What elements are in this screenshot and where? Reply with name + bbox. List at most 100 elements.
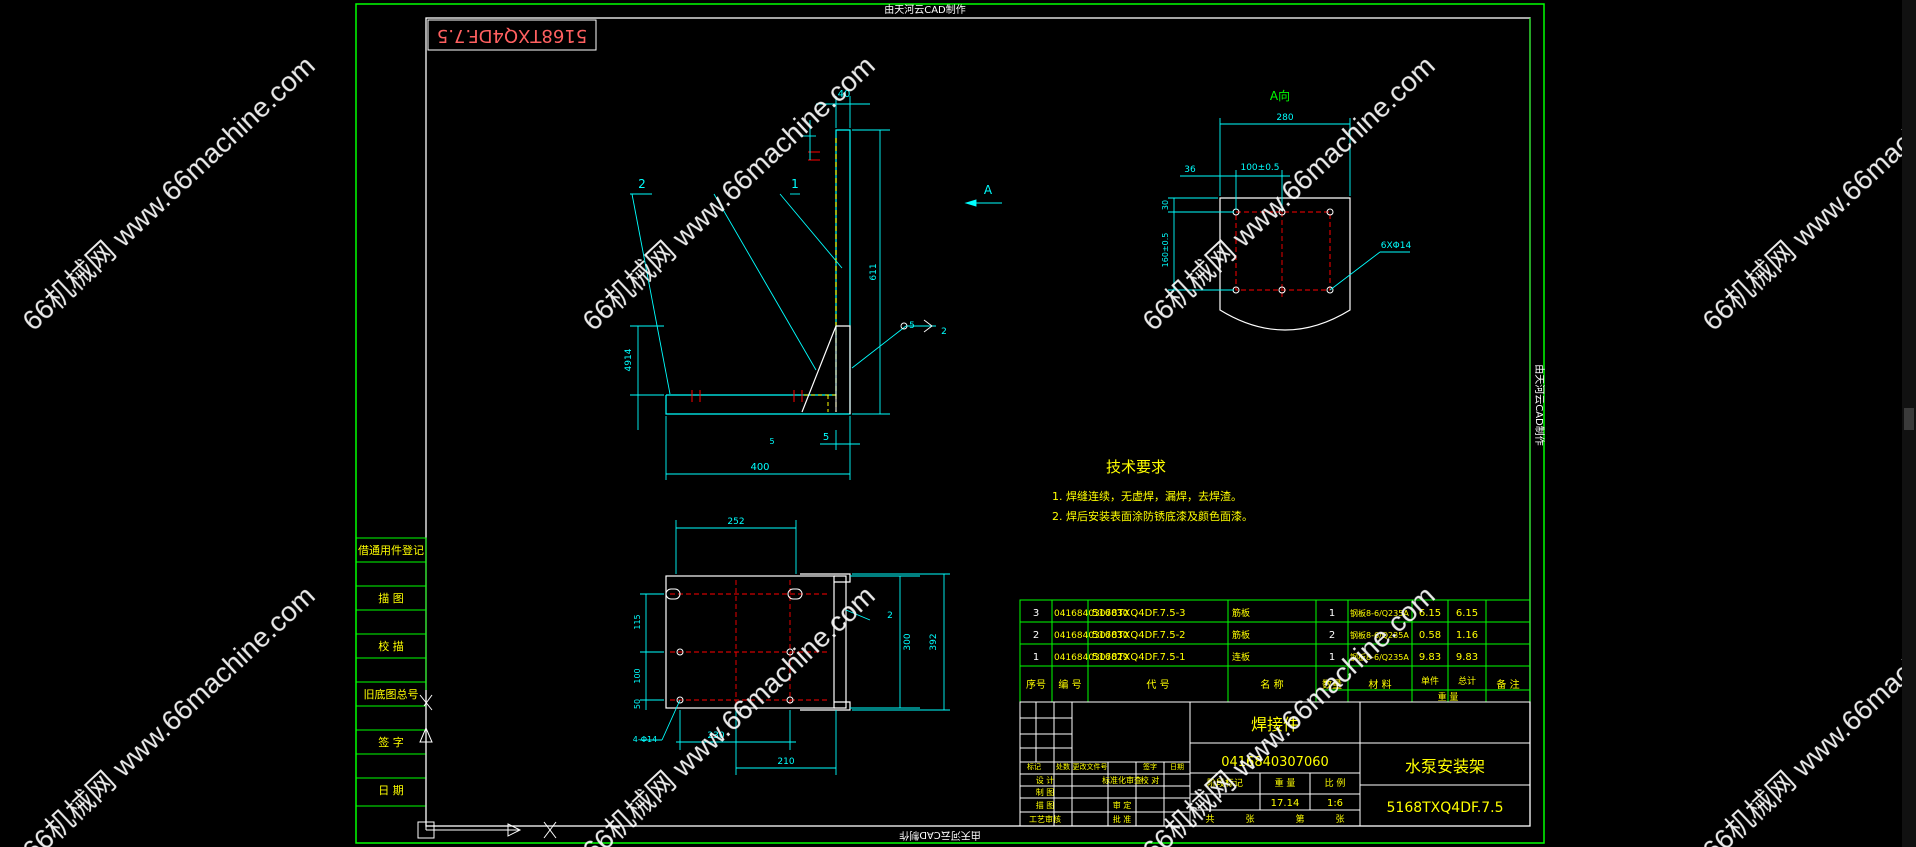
dim-40: 40 [838, 89, 851, 100]
title-left-labels: 设 计 制 图 描 图 校 对 工艺审核 标准化审查 审 定 批 准 [1029, 775, 1159, 824]
section-dim-280: 280 [1276, 113, 1293, 123]
svg-text:张: 张 [1245, 814, 1254, 825]
weld-symbol-main [900, 319, 933, 333]
svg-text:钢板8-6/Q235A: 钢板8-6/Q235A [1350, 652, 1409, 662]
callout-1: 1 [791, 177, 799, 191]
bom-row-3: 1 0416840307029 5168TXQ4DF.7.5-1 连板 1 钢板… [1033, 651, 1478, 663]
watermark-1: 66机械网 www.66machine.com [16, 50, 321, 337]
left-cell-6: 日 期 [378, 784, 404, 797]
section-view-a: A向 280 36 100±0.5 30 160±0.5 6XΦ14 [1161, 88, 1412, 331]
svg-text:5168TXQ4DF.7.5-1: 5168TXQ4DF.7.5-1 [1092, 652, 1186, 663]
svg-text:3: 3 [1033, 608, 1039, 619]
outer-frame [355, 3, 1545, 844]
svg-text:编 号: 编 号 [1058, 678, 1081, 691]
watermark-2: 66机械网 www.66machine.com [576, 50, 881, 337]
right-credit: 由天河云CAD制作 [1533, 364, 1546, 446]
svg-text:比 例: 比 例 [1325, 777, 1346, 789]
dim-5b: 5 [769, 437, 774, 446]
title-stage-labels: 阶段标记 重 量 比 例 共 张 第 张 [1205, 777, 1345, 825]
scale-value: 1:6 [1327, 798, 1343, 809]
bottom-dim-115: 115 [633, 614, 642, 629]
svg-text:重 量: 重 量 [1438, 691, 1459, 703]
watermark-4: 66机械网 www.66machine.com [1696, 50, 1916, 337]
part-type: 焊接件 [1251, 715, 1299, 734]
left-cell-4: 旧底图总号 [364, 687, 419, 701]
svg-text:标准化审查: 标准化审查 [1102, 775, 1142, 785]
svg-text:6.15: 6.15 [1419, 608, 1441, 619]
dim-400: 400 [750, 462, 769, 473]
top-credit: 由天河云CAD制作 [884, 3, 966, 16]
left-cell-3: 校 描 [378, 639, 404, 653]
svg-text:设 计: 设 计 [1036, 775, 1055, 785]
svg-text:代 号: 代 号 [1146, 679, 1169, 691]
bom-header: 序号 编 号 代 号 名 称 数量 材 料 单件 总计 备 注 重 量 [1026, 675, 1520, 703]
section-dim-holes: 6XΦ14 [1381, 241, 1412, 251]
bom-row-1: 3 0416840307030 5168TXQ4DF.7.5-3 筋板 1 钢板… [1033, 607, 1478, 619]
svg-text:总计: 总计 [1458, 675, 1476, 687]
svg-text:1: 1 [1329, 608, 1335, 619]
drawing-number: 5168TXQ4DF.7.5 [1387, 800, 1504, 816]
weld-callout-5: 5 [909, 321, 915, 331]
svg-text:0416840307030: 0416840307030 [1054, 631, 1129, 641]
svg-text:数量: 数量 [1322, 678, 1342, 691]
svg-text:更改文件号: 更改文件号 [1073, 762, 1108, 771]
bom-row-2: 2 0416840307030 5168TXQ4DF.7.5-2 筋板 2 钢板… [1033, 629, 1478, 641]
watermark-8: 66机械网 www.66machine.com [1696, 580, 1916, 847]
title-revision-headers: 标记 处数 更改文件号 签字 日期 [1027, 762, 1184, 771]
view-arrow-a: A [984, 183, 993, 197]
svg-text:第: 第 [1295, 813, 1304, 825]
dim-5: 5 [823, 432, 829, 443]
bottom-dim-392: 392 [929, 633, 939, 650]
watermarks: 66机械网 www.66machine.com 66机械网 www.66mach… [16, 50, 1916, 847]
dim-611: 611 [869, 263, 879, 280]
bottom-dim-50: 50 [633, 699, 642, 709]
svg-text:1: 1 [1329, 652, 1335, 663]
bottom-dim-230: 230 [707, 731, 724, 741]
tech-title: 技术要求 [1106, 458, 1166, 476]
svg-text:标记: 标记 [1027, 762, 1041, 771]
bottom-dim-210: 210 [777, 757, 794, 767]
svg-text:制 图: 制 图 [1036, 787, 1055, 797]
ucs-icon [417, 690, 557, 839]
mirrored-code-box: 5168TXQ4DF.7.5 [427, 19, 597, 51]
svg-text:共: 共 [1205, 814, 1214, 825]
tech-item-2: 2. 焊后安装表面涂防锈底漆及颜色面漆。 [1052, 509, 1253, 523]
svg-text:9.83: 9.83 [1419, 652, 1441, 663]
svg-text:5168TXQ4DF.7.5-2: 5168TXQ4DF.7.5-2 [1092, 630, 1186, 641]
vertical-scrollbar[interactable] [1902, 0, 1916, 847]
bottom-weld-size: 2 [887, 611, 893, 621]
svg-text:签字: 签字 [1143, 762, 1157, 771]
svg-text:校 对: 校 对 [1141, 775, 1160, 785]
left-cell-5: 签 字 [378, 735, 404, 749]
tech-item-1: 1. 焊缝连续，无虚焊，漏焊，去焊渣。 [1052, 489, 1242, 503]
tech-requirements: 技术要求 1. 焊缝连续，无虚焊，漏焊，去焊渣。 2. 焊后安装表面涂防锈底漆及… [1052, 458, 1253, 523]
section-dim-30: 30 [1161, 200, 1170, 210]
dim-4914: 4914 [624, 348, 634, 371]
svg-text:0416840307030: 0416840307030 [1054, 609, 1129, 619]
section-dim-100: 100±0.5 [1240, 163, 1279, 173]
svg-text:6.15: 6.15 [1456, 608, 1478, 619]
svg-text:钢板8-6/Q235A: 钢板8-6/Q235A [1350, 608, 1409, 618]
svg-text:工艺审核: 工艺审核 [1029, 814, 1061, 824]
left-cell-1: 借通用件登记 [358, 543, 424, 557]
svg-text:批 准: 批 准 [1113, 814, 1132, 824]
svg-text:连板: 连板 [1232, 651, 1250, 663]
mirrored-code-text: 5168TXQ4DF.7.5 [437, 25, 587, 46]
svg-text:张: 张 [1335, 814, 1344, 825]
svg-text:处数: 处数 [1056, 762, 1070, 771]
bottom-dim-300: 300 [903, 633, 913, 650]
svg-text:描 图: 描 图 [1036, 800, 1055, 810]
left-cell-2: 描 图 [378, 591, 404, 605]
scrollbar-thumb[interactable] [1904, 408, 1914, 430]
section-dim-160: 160±0.5 [1161, 233, 1170, 268]
svg-text:1.16: 1.16 [1456, 630, 1478, 641]
svg-text:阶段标记: 阶段标记 [1207, 777, 1243, 789]
bottom-dim-holes: 4-Φ14 [633, 735, 657, 744]
part-name: 水泵安装架 [1405, 757, 1485, 776]
callout-2: 2 [638, 177, 646, 191]
svg-text:钢板8-6/Q235A: 钢板8-6/Q235A [1350, 630, 1409, 640]
weld-size-main: 2 [941, 327, 947, 337]
watermark-5: 66机械网 www.66machine.com [16, 580, 321, 847]
svg-text:审 定: 审 定 [1113, 800, 1132, 810]
